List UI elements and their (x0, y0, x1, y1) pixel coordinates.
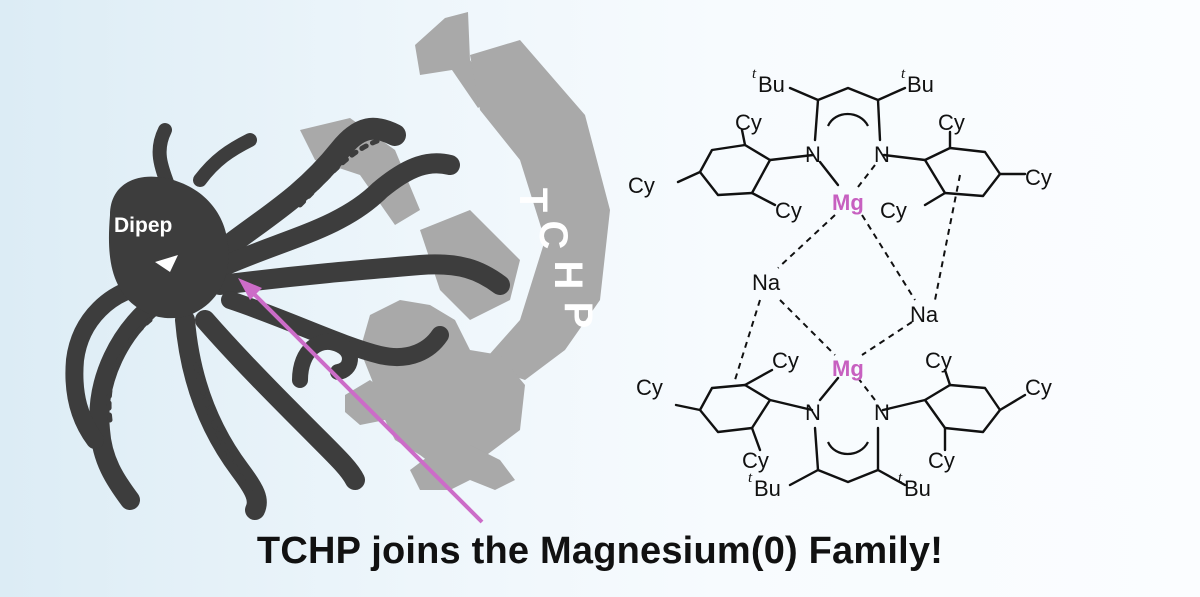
tbu-tr-label: Bu (907, 72, 934, 97)
cy-bottom-left-side: Cy (636, 375, 663, 400)
n-top-right: N (874, 142, 890, 167)
cy-top-right-down: Cy (880, 198, 907, 223)
cy-top-left-down: Cy (775, 198, 802, 223)
tbu-tr-prefix: t (901, 66, 906, 82)
cy-bottom-right-up: Cy (925, 348, 952, 373)
tchp-label: T C H P (511, 188, 600, 329)
tchp-letter-c: C (531, 221, 575, 250)
tbu-tl-label: Bu (758, 72, 785, 97)
tchp-letter-p: P (556, 302, 600, 329)
n-bottom-left: N (805, 400, 821, 425)
cy-top-right-side: Cy (1025, 165, 1052, 190)
cy-bottom-right-down: Cy (928, 448, 955, 473)
cy-bottom-left-up: Cy (772, 348, 799, 373)
structure-labels: t Bu t Bu N N Mg Cy Cy Cy Cy Cy Cy Na Na… (628, 66, 1052, 501)
cy-bottom-left-down: Cy (742, 448, 769, 473)
cy-top-left-up: Cy (735, 110, 762, 135)
tbu-br-prefix: t (898, 470, 903, 486)
spear (238, 278, 484, 524)
cy-bottom-right-side: Cy (1025, 375, 1052, 400)
caption-title: TCHP joins the Magnesium(0) Family! (256, 530, 944, 572)
tchp-letter-t: T (511, 188, 555, 212)
tchp-letter-h: H (546, 261, 590, 290)
tchp-figure (300, 12, 610, 490)
octopus (65, 117, 510, 520)
mg-bottom: Mg (832, 356, 864, 381)
tbu-bl-prefix: t (748, 470, 753, 486)
tbu-bl-label: Bu (754, 476, 781, 501)
cy-top-left-side: Cy (628, 173, 655, 198)
tbu-br-label: Bu (904, 476, 931, 501)
tbu-tl-prefix: t (752, 66, 757, 82)
n-bottom-right: N (874, 400, 890, 425)
n-top-left: N (805, 142, 821, 167)
na-left: Na (752, 270, 781, 295)
chemical-structure (674, 86, 1027, 487)
cy-top-right-up: Cy (938, 110, 965, 135)
dipep-label: Dipep (114, 214, 172, 237)
mg-top: Mg (832, 190, 864, 215)
na-right: Na (910, 302, 939, 327)
